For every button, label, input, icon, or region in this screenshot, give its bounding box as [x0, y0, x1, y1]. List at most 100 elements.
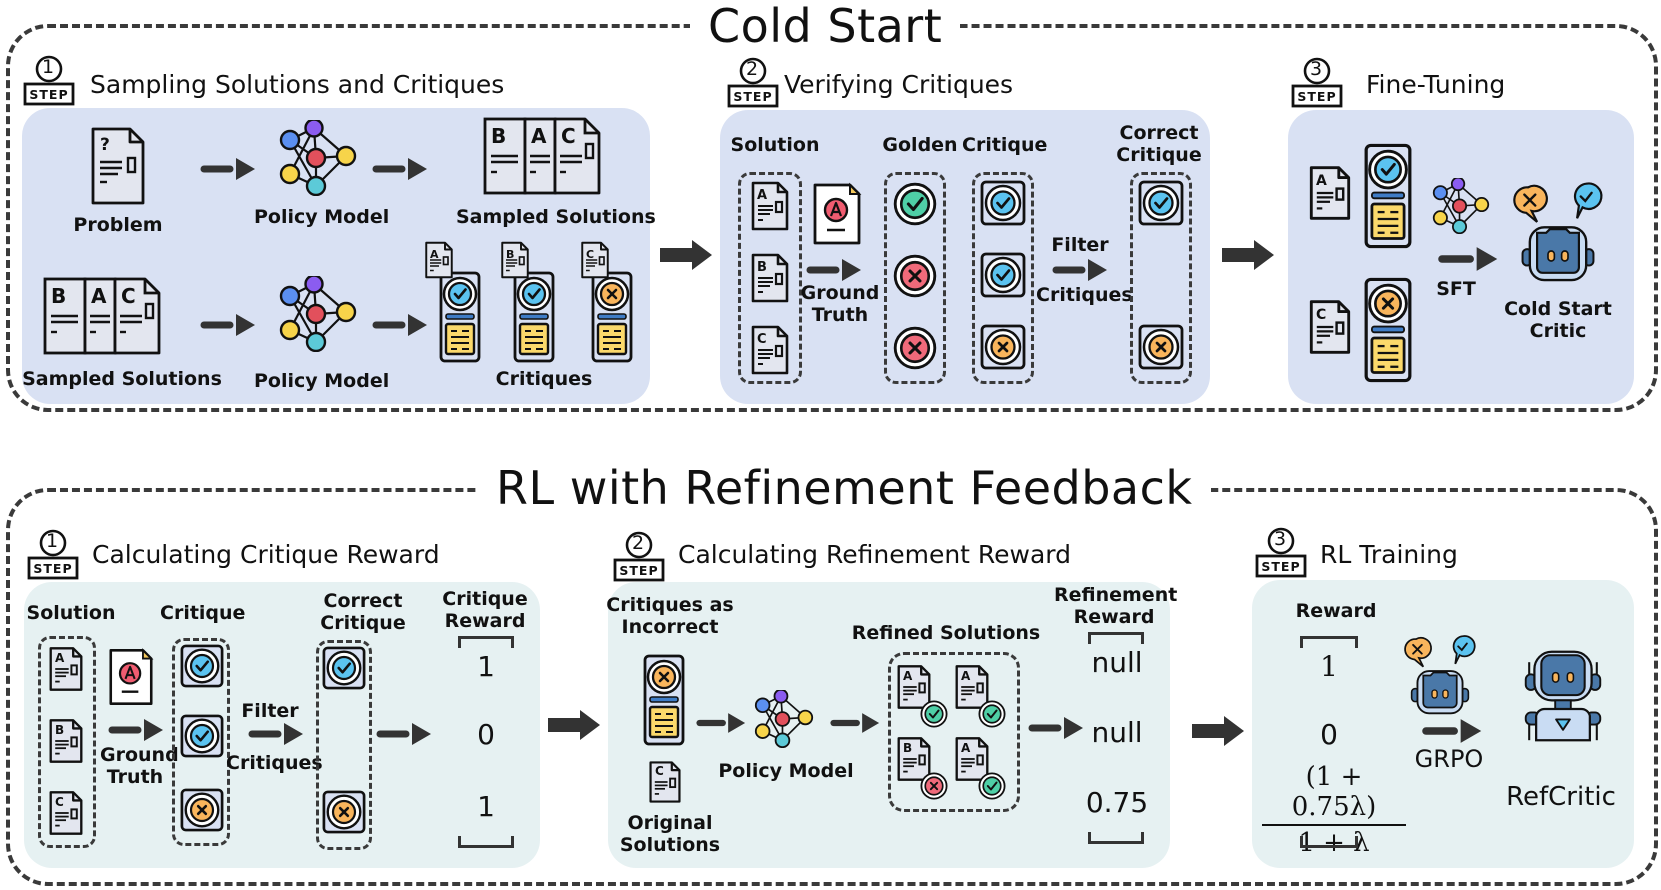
solution-doc-icon: [1308, 298, 1352, 356]
bracket-bottom: [458, 836, 514, 848]
label-line: Ground: [800, 282, 880, 304]
filter-label-bottom: Critiques: [1036, 284, 1133, 306]
reward-header: Reward: [1295, 600, 1377, 622]
solution-doc-icon: [1308, 164, 1352, 222]
solution-letter: A: [91, 284, 107, 308]
doc-letter: C: [55, 795, 64, 809]
refinement-reward-value: null: [1091, 716, 1143, 749]
critique-reward-value: 1: [477, 790, 495, 823]
arrow-icon: [1402, 718, 1502, 744]
solution-doc-icon: [750, 180, 790, 232]
refcritic-label: RefCritic: [1506, 782, 1616, 812]
solution-doc-icon: [48, 788, 84, 838]
header-line: Reward: [444, 610, 526, 632]
arrow-icon: [372, 313, 428, 337]
step-1-number: 1: [42, 56, 55, 78]
doc-letter: C: [757, 332, 767, 347]
solution-header: Solution: [26, 602, 116, 624]
step-3-badge: 3: [1290, 56, 1344, 108]
refinement-reward-value: null: [1091, 646, 1143, 679]
ground-truth-label: Ground Truth: [100, 744, 179, 788]
critique-reward-value: 1: [477, 650, 495, 683]
cold-start-critic-robot-icon: [1400, 630, 1480, 718]
critique-header: Critique: [962, 134, 1048, 156]
block-arrow-icon: [548, 710, 600, 740]
original-solution-doc-icon: [648, 756, 682, 808]
sampled-solutions-bottom-icon: B A C: [42, 276, 162, 356]
rl-step-1-number: 1: [46, 530, 59, 552]
doc-letter: A: [961, 741, 971, 755]
correct-critique-cross-icon: [1138, 324, 1184, 370]
solution-doc-icon: [48, 644, 84, 694]
critique-card-incorrect: [590, 270, 634, 364]
problem-label: Problem: [73, 214, 163, 236]
step-3-number: 3: [1310, 58, 1323, 80]
critique-group: [972, 172, 1034, 384]
filter-label-bottom: Critiques: [226, 752, 323, 774]
golden-group: [884, 172, 946, 384]
policy-model-icon: [276, 276, 360, 352]
solution-letter: C: [561, 124, 576, 148]
label-line: Original: [627, 812, 713, 834]
reward-value: 1: [1320, 650, 1338, 683]
ground-truth-doc-icon: [108, 646, 154, 708]
header-line: Critique: [442, 588, 528, 610]
step-3-title: Fine-Tuning: [1366, 70, 1506, 99]
original-solutions-label: Original Solutions: [610, 812, 730, 856]
solution-letter: C: [121, 284, 136, 308]
cold-start-critic-robot-icon: [1508, 176, 1608, 286]
critique-reward-panel: [24, 582, 540, 868]
label-line: Ground: [100, 744, 179, 766]
rl-step-2-title: Calculating Refinement Reward: [678, 540, 1072, 569]
refined-check-icon: [978, 700, 1006, 728]
refinement-reward-value: 0.75: [1085, 786, 1149, 819]
arrow-icon: [1052, 258, 1108, 282]
fraction-bar: [1262, 824, 1406, 826]
rl-step-3-number: 3: [1274, 528, 1287, 550]
correct-critique-header: Correct Critique: [318, 590, 408, 634]
critique-check-icon: [180, 644, 224, 688]
arrow-icon: [830, 712, 880, 734]
solution-letter: B: [51, 284, 67, 308]
doc-letter: B: [55, 723, 65, 737]
arrow-icon: [372, 157, 428, 181]
doc-letter: B: [903, 741, 913, 755]
critique-cross-icon: [180, 788, 224, 832]
label-line: Critic: [1529, 320, 1587, 342]
bracket-bottom: [1088, 832, 1144, 844]
rl-step-1-title: Calculating Critique Reward: [92, 540, 440, 569]
filter-label-top: Filter: [1051, 234, 1109, 256]
correct-critique-check-icon: [1138, 180, 1184, 226]
policy-model-icon: [1430, 178, 1492, 234]
golden-header: Golden: [882, 134, 958, 156]
bracket-top: [458, 636, 514, 648]
doc-letter: A: [430, 248, 439, 261]
arrow-icon: [1430, 246, 1506, 272]
critique-reward-value: 0: [477, 718, 495, 751]
label-line: Incorrect: [621, 616, 719, 638]
correct-critique-header: Correct Critique: [1114, 122, 1204, 166]
filter-label-top: Filter: [241, 700, 299, 722]
critiques-as-incorrect-label: Critiques as Incorrect: [600, 594, 740, 638]
solution-doc-icon: [750, 252, 790, 304]
refined-solutions-label: Refined Solutions: [851, 622, 1041, 644]
arrow-icon: [376, 722, 432, 746]
arrow-icon: [200, 313, 256, 337]
rl-step-3-badge: 3: [1254, 526, 1308, 578]
bracket-top: [1300, 636, 1358, 648]
header-line: Critique: [1116, 144, 1202, 166]
step-2-number: 2: [746, 58, 759, 80]
refined-solutions-group: [888, 652, 1020, 812]
solution-doc-icon: [500, 240, 530, 280]
rl-step-1-badge: 1: [26, 528, 80, 580]
reward-formula: (1 + 0.75λ) 1 + λ: [1262, 762, 1406, 858]
cold-start-critic-label: Cold Start Critic: [1498, 298, 1618, 342]
ground-truth-label: Ground Truth: [800, 282, 880, 326]
critique-group: [172, 638, 230, 846]
header-line: Correct: [323, 590, 403, 612]
label-line: Solutions: [619, 834, 721, 856]
solution-doc-icon: [750, 324, 790, 376]
critique-card-incorrect: [642, 650, 686, 750]
doc-letter: A: [961, 669, 971, 683]
arrow-icon: [200, 157, 256, 181]
